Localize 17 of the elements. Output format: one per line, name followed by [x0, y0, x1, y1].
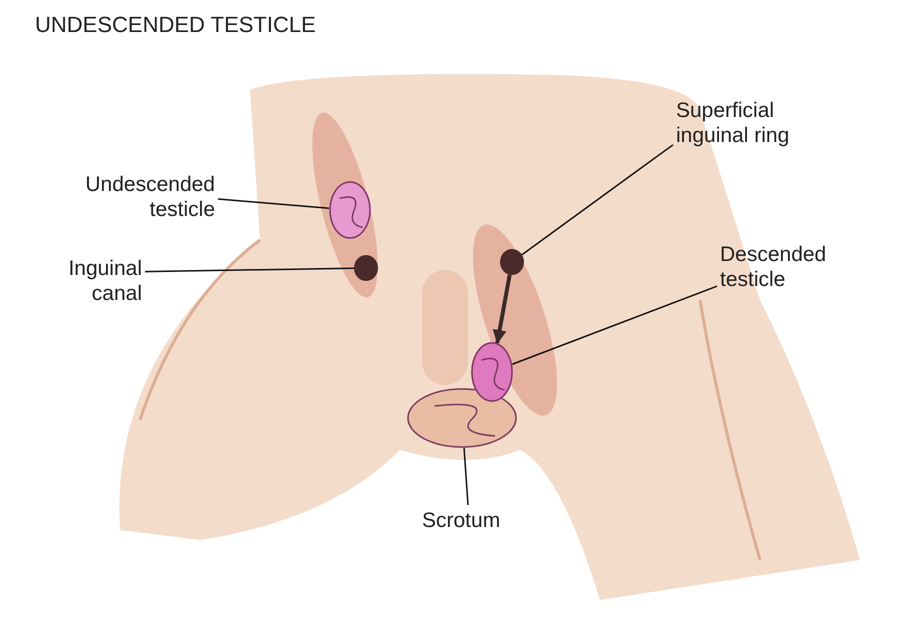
- leader-line: [463, 448, 469, 506]
- part-label: Superficial inguinal ring: [676, 98, 836, 148]
- ring-opening: [500, 249, 524, 275]
- part-label: Scrotum: [422, 508, 514, 533]
- scrotum-drawing: [407, 388, 517, 448]
- leader-line: [218, 198, 330, 209]
- part-label: Undescended testicle: [45, 172, 215, 222]
- testicle-drawing: [471, 342, 513, 402]
- leader-line: [522, 144, 674, 256]
- part-label: Inguinal canal: [30, 256, 142, 306]
- canal-opening: [354, 255, 378, 281]
- part-label: Descended testicle: [720, 242, 860, 292]
- testicle-drawing: [329, 181, 371, 239]
- diagram-title: UNDESCENDED TESTICLE: [35, 12, 316, 37]
- leader-line: [144, 267, 354, 272]
- arrow: [492, 274, 512, 344]
- leader-line: [512, 286, 718, 365]
